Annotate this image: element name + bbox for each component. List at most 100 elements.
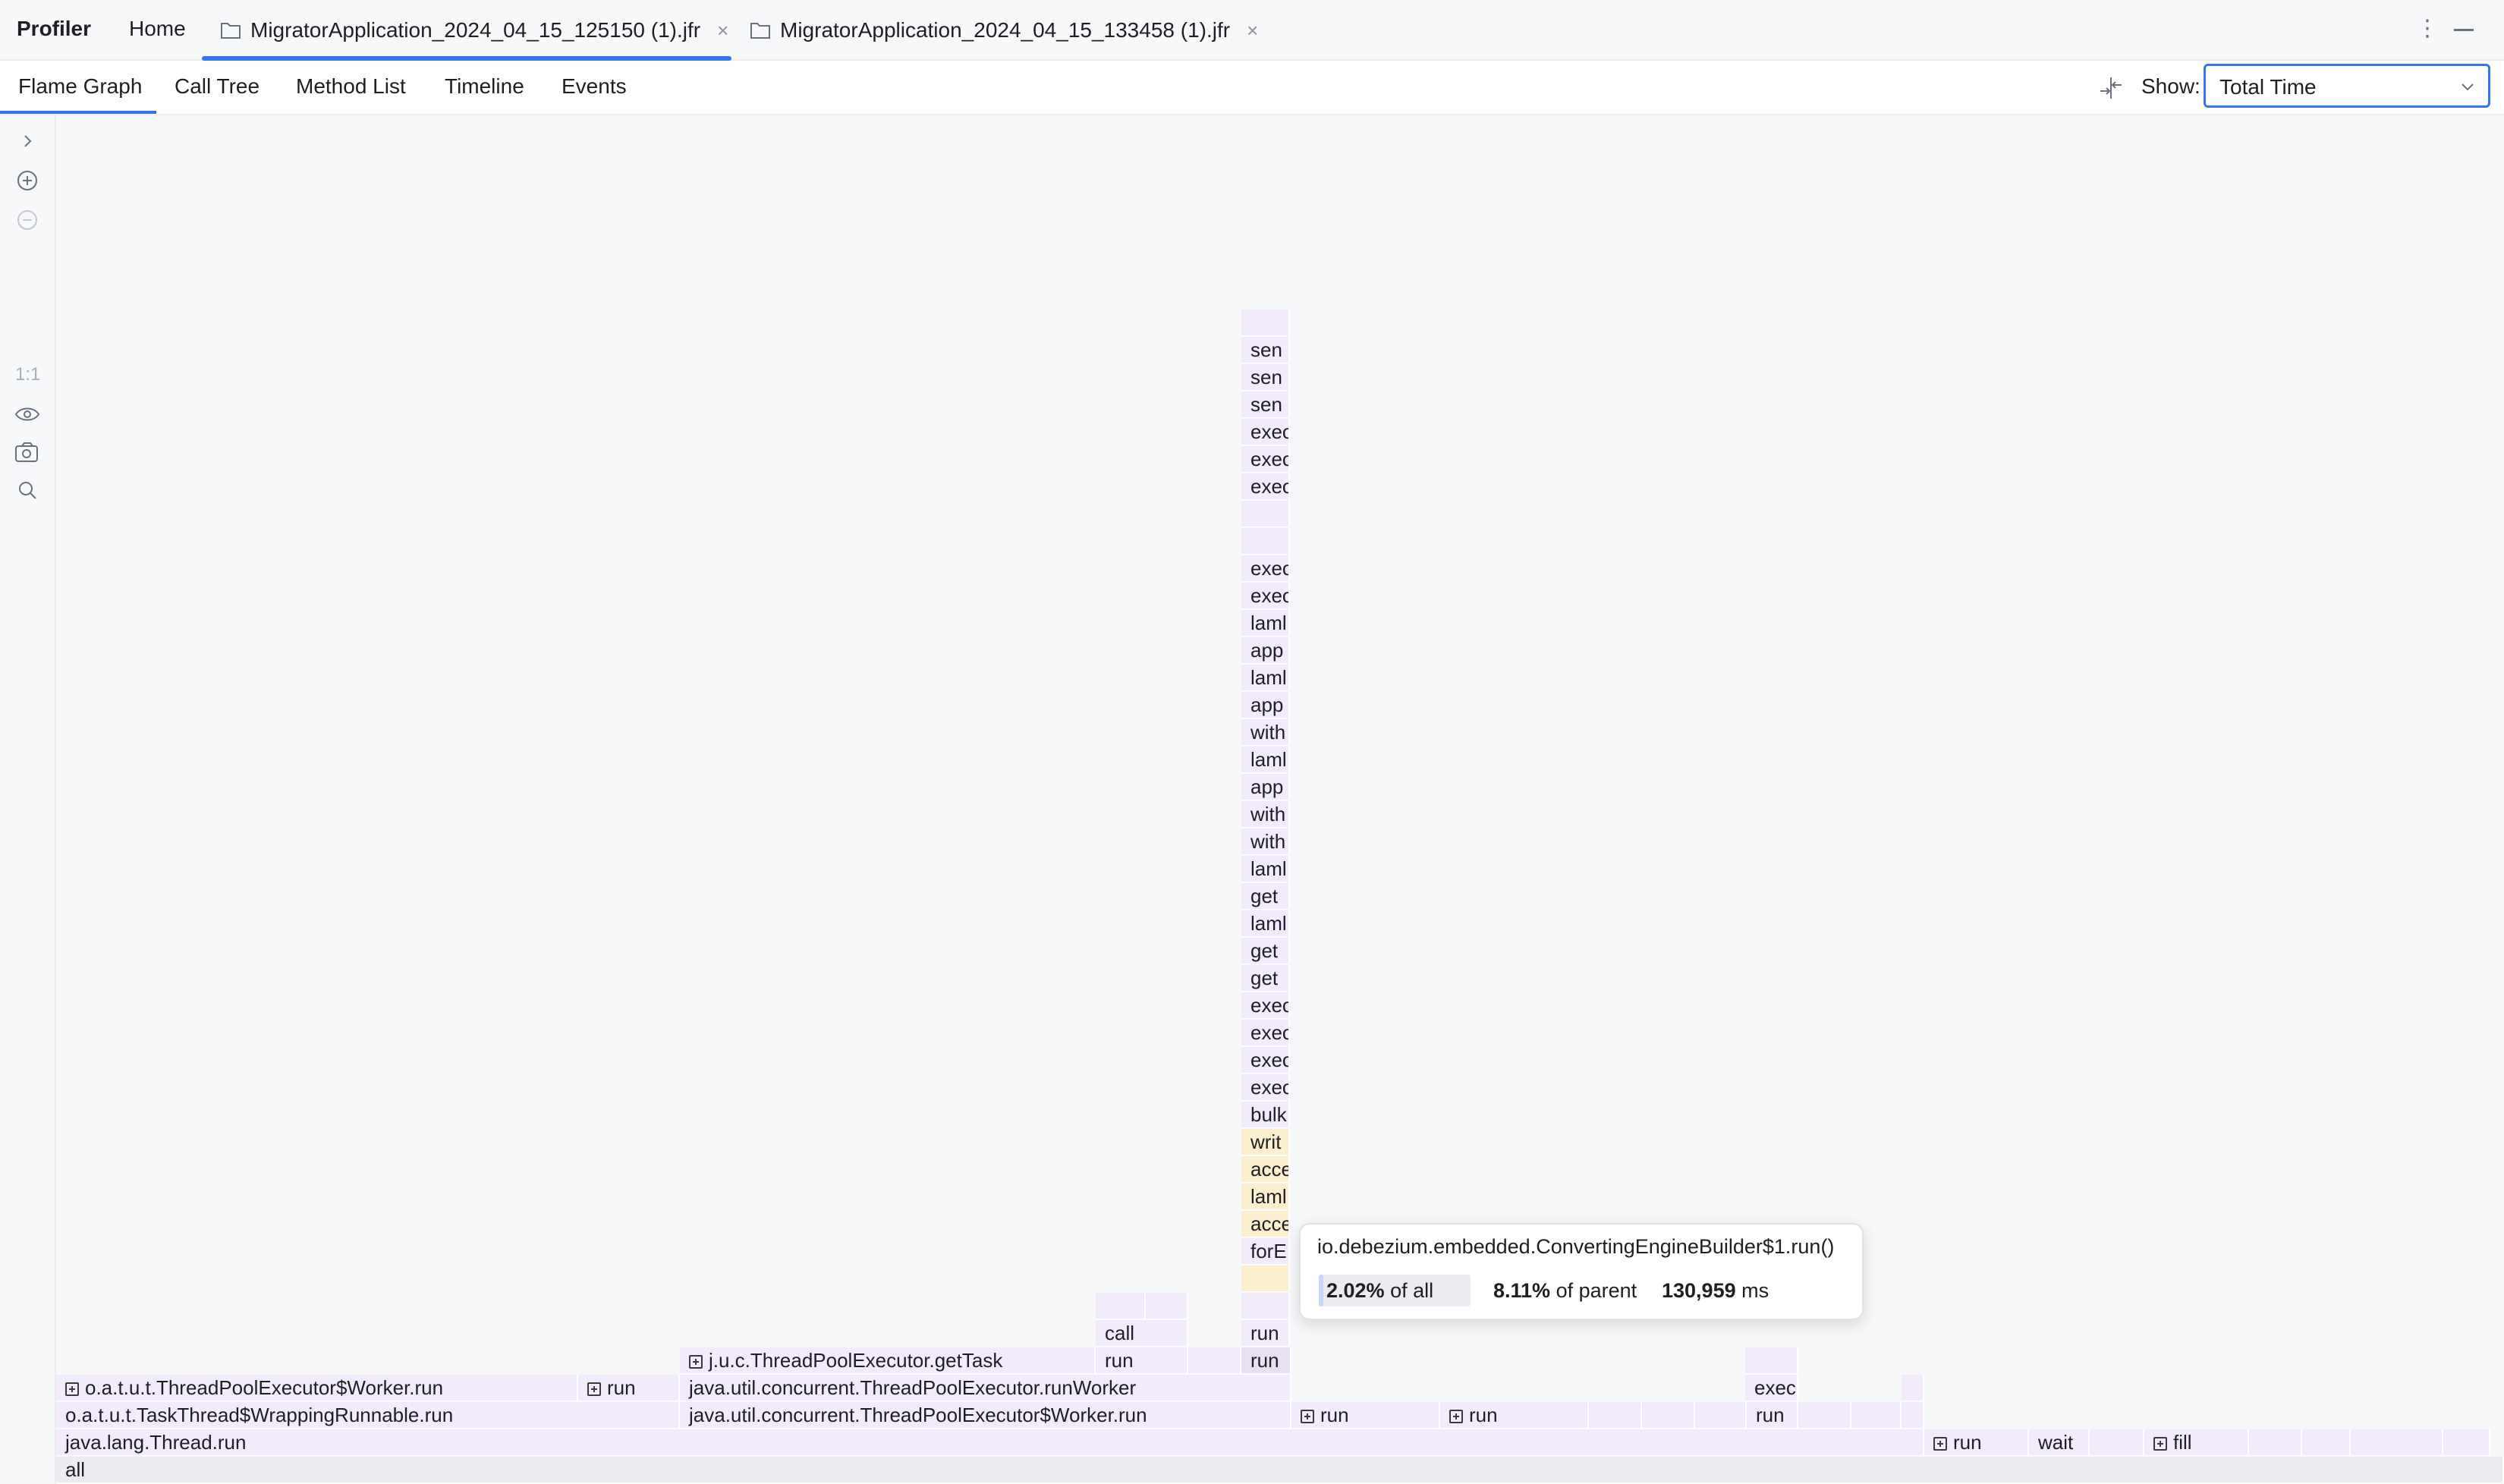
flame-frame-bulk[interactable]: bulk	[1241, 1102, 1290, 1128]
flame-frame-small[interactable]	[1851, 1402, 1902, 1429]
flame-frame-wait[interactable]: wait	[2029, 1429, 2090, 1456]
flame-frame-lambda[interactable]: laml	[1241, 610, 1290, 637]
flame-frame-exec[interactable]: exec	[1241, 1047, 1290, 1074]
show-dropdown[interactable]: Total Time	[2204, 64, 2490, 108]
camera-icon[interactable]	[14, 439, 41, 466]
expand-icon[interactable]	[2153, 1437, 2167, 1451]
actual-size-icon[interactable]: 1:1	[15, 364, 41, 385]
flame-frame-exec[interactable]: exec	[1745, 1375, 1798, 1401]
flame-frame-small[interactable]	[2090, 1429, 2144, 1456]
flame-frame-lambda[interactable]: laml	[1241, 910, 1290, 937]
flame-frame-wrapping-runnable[interactable]: o.a.t.u.t.TaskThread$WrappingRunnable.ru…	[56, 1402, 680, 1429]
expand-icon[interactable]	[65, 1382, 79, 1396]
flame-frame-small[interactable]	[2351, 1429, 2443, 1456]
close-icon[interactable]: ×	[717, 18, 729, 42]
flame-frame-small[interactable]	[1642, 1402, 1695, 1429]
flame-frame-run[interactable]: run	[1291, 1402, 1440, 1429]
flame-frame-lambda[interactable]: laml	[1241, 856, 1290, 882]
flame-frame-accept[interactable]: acce	[1241, 1211, 1290, 1237]
flame-frame-lambda[interactable]: laml	[1241, 665, 1290, 691]
expand-icon[interactable]	[587, 1382, 601, 1396]
flame-frame-apply[interactable]: app	[1241, 637, 1290, 664]
zoom-out-icon[interactable]	[14, 206, 41, 234]
flame-frame-send[interactable]: sen	[1241, 364, 1290, 391]
flame-frame-get[interactable]: get	[1241, 938, 1290, 964]
flame-frame-lambda[interactable]: laml	[1241, 747, 1290, 773]
minimize-icon[interactable]	[2454, 29, 2474, 31]
flame-frame-run[interactable]: run	[1440, 1402, 1589, 1429]
flame-frame-call[interactable]: call	[1096, 1320, 1188, 1347]
flame-frame-write[interactable]: writ	[1241, 1129, 1290, 1155]
flame-frame-empty[interactable]	[1241, 528, 1290, 555]
flame-frame-run[interactable]: run	[1924, 1429, 2029, 1456]
flame-frame-small[interactable]	[1241, 1293, 1290, 1319]
flame-frame-top[interactable]	[1241, 310, 1290, 336]
flame-frame-small[interactable]	[1695, 1402, 1747, 1429]
flame-frame-fill[interactable]: fill	[2144, 1429, 2249, 1456]
flame-frame-run[interactable]: run	[1096, 1347, 1188, 1374]
flame-frame-thread-run[interactable]: java.lang.Thread.run	[56, 1429, 1924, 1456]
eye-icon[interactable]	[14, 401, 41, 428]
flame-frame-small[interactable]	[1902, 1375, 1924, 1401]
more-options-icon[interactable]: ⋮	[2416, 16, 2439, 41]
flame-frame-small[interactable]	[1096, 1293, 1146, 1319]
collapse-arrows-icon[interactable]	[2097, 74, 2125, 102]
flame-frame-exec[interactable]: exec	[1241, 992, 1290, 1019]
flame-frame-small[interactable]	[1188, 1347, 1241, 1374]
flame-frame-small[interactable]	[2302, 1429, 2351, 1456]
file-tab-133458[interactable]: MigratorApplication_2024_04_15_133458 (1…	[750, 0, 1258, 61]
flame-frame-exec[interactable]: exec	[1241, 446, 1290, 473]
zoom-in-icon[interactable]	[14, 167, 41, 194]
expand-icon[interactable]	[1933, 1437, 1947, 1451]
flame-frame-all[interactable]: all	[56, 1457, 2504, 1483]
flame-frame-get[interactable]: get	[1241, 883, 1290, 910]
file-tab-125150[interactable]: MigratorApplication_2024_04_15_125150 (1…	[220, 0, 728, 61]
tab-method-list[interactable]: Method List	[296, 74, 406, 98]
flame-frame-with[interactable]: with	[1241, 719, 1290, 746]
search-icon[interactable]	[14, 476, 41, 504]
flame-frame-exec[interactable]: exec	[1241, 1074, 1290, 1101]
flame-frame-lambda[interactable]: laml	[1241, 1184, 1290, 1210]
expand-icon[interactable]	[1301, 1410, 1314, 1423]
flame-frame-foreach[interactable]: forE	[1241, 1238, 1290, 1265]
expand-icon[interactable]	[689, 1355, 703, 1369]
flame-frame-apply[interactable]: app	[1241, 774, 1290, 800]
flame-frame-run[interactable]: run	[1241, 1320, 1290, 1347]
flame-frame-exec[interactable]: exec	[1241, 555, 1290, 582]
flame-frame-with[interactable]: with	[1241, 801, 1290, 828]
flame-frame-small[interactable]	[1902, 1402, 1924, 1429]
flame-frame-exec[interactable]: exec	[1241, 473, 1290, 500]
flame-frame-with[interactable]: with	[1241, 828, 1290, 855]
tab-events[interactable]: Events	[562, 74, 627, 98]
close-icon[interactable]: ×	[1247, 18, 1259, 42]
flame-frame-send[interactable]: sen	[1241, 337, 1290, 363]
flame-frame-get[interactable]: get	[1241, 965, 1290, 992]
flame-frame-run[interactable]: run	[1747, 1402, 1798, 1429]
flame-frame-get-task[interactable]: j.u.c.ThreadPoolExecutor.getTask	[680, 1347, 1096, 1374]
flame-frame-exec[interactable]: exec	[1241, 1020, 1290, 1046]
flame-frame-empty[interactable]	[1241, 501, 1290, 527]
flame-frame-small[interactable]	[2443, 1429, 2490, 1456]
flame-frame-send[interactable]: sen	[1241, 391, 1290, 418]
flame-frame-oatut-worker-run[interactable]: o.a.t.u.t.ThreadPoolExecutor$Worker.run	[56, 1375, 578, 1401]
expand-chevron-icon[interactable]	[14, 127, 41, 155]
flame-frame-small[interactable]	[1146, 1293, 1188, 1319]
tab-flame-graph[interactable]: Flame Graph	[18, 74, 143, 98]
flame-frame-highlighted[interactable]	[1241, 1265, 1290, 1292]
flame-frame-run-focused[interactable]: run	[1241, 1347, 1291, 1374]
home-tab[interactable]: Home	[129, 17, 186, 40]
flame-frame-small[interactable]	[1745, 1347, 1798, 1374]
flame-frame-accept[interactable]: acce	[1241, 1156, 1290, 1183]
flame-frame-small[interactable]	[1798, 1402, 1851, 1429]
expand-icon[interactable]	[1449, 1410, 1463, 1423]
flame-frame-run-worker[interactable]: java.util.concurrent.ThreadPoolExecutor.…	[680, 1375, 1291, 1401]
flame-frame-exec[interactable]: exec	[1241, 419, 1290, 445]
tab-call-tree[interactable]: Call Tree	[175, 74, 260, 98]
flame-frame-worker-run[interactable]: java.util.concurrent.ThreadPoolExecutor$…	[680, 1402, 1291, 1429]
flame-frame-run[interactable]: run	[578, 1375, 680, 1401]
flame-frame-small[interactable]	[1589, 1402, 1642, 1429]
flame-frame-apply[interactable]: app	[1241, 692, 1290, 718]
flame-frame-exec[interactable]: exec	[1241, 583, 1290, 609]
flame-frame-small[interactable]	[2249, 1429, 2302, 1456]
tab-timeline[interactable]: Timeline	[445, 74, 524, 98]
